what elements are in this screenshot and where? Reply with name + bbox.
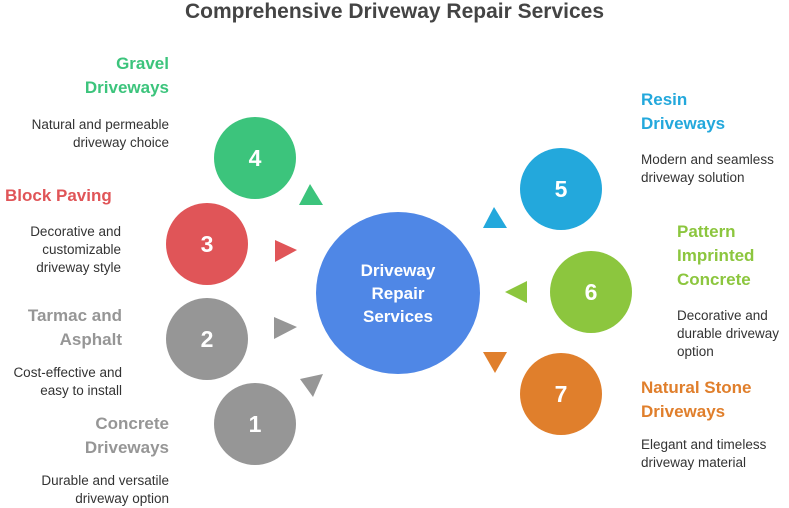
label-natural-stone-driveways: Natural Stone Driveways [641, 378, 752, 421]
desc-tarmac-asphalt: Cost-effective and easy to install [13, 365, 122, 398]
circle-3: 3 [166, 203, 248, 285]
circle-7: 7 [520, 353, 602, 435]
desc-gravel-driveways: Natural and permeable driveway choice [31, 117, 169, 150]
circle-6: 6 [550, 251, 632, 333]
label-gravel-driveways: Gravel Driveways [84, 54, 169, 97]
desc-concrete-driveways: Durable and versatile driveway option [41, 473, 169, 506]
arrow-1 [300, 374, 323, 397]
arrow-2 [274, 317, 297, 339]
desc-resin-driveways: Modern and seamless driveway solution [641, 152, 774, 185]
arrow-3 [275, 240, 297, 262]
label-concrete-driveways: Concrete Driveways [84, 414, 169, 457]
label-pattern-imprinted-concrete: Pattern Imprinted Concrete [677, 222, 755, 289]
center-label: Driveway Repair Services [360, 260, 436, 326]
label-resin-driveways: Resin Driveways [641, 90, 726, 133]
circle-5: 5 [520, 148, 602, 230]
desc-pattern-imprinted-concrete: Decorative and durable driveway option [677, 308, 780, 359]
arrow-5 [483, 207, 507, 228]
arrow-7 [483, 352, 507, 373]
label-tarmac-asphalt: Tarmac and Asphalt [27, 306, 122, 349]
circle-2: 2 [166, 298, 248, 380]
desc-block-paving: Decorative and customizable driveway sty… [30, 224, 121, 275]
arrow-6 [505, 281, 527, 303]
center-circle: Driveway Repair Services [316, 212, 480, 374]
label-block-paving: Block Paving [5, 186, 112, 205]
circle-4: 4 [214, 117, 296, 199]
desc-natural-stone-driveways: Elegant and timeless driveway material [641, 437, 767, 470]
circle-1: 1 [214, 383, 296, 465]
diagram-title: Comprehensive Driveway Repair Services [184, 0, 605, 23]
arrow-4 [299, 184, 323, 205]
